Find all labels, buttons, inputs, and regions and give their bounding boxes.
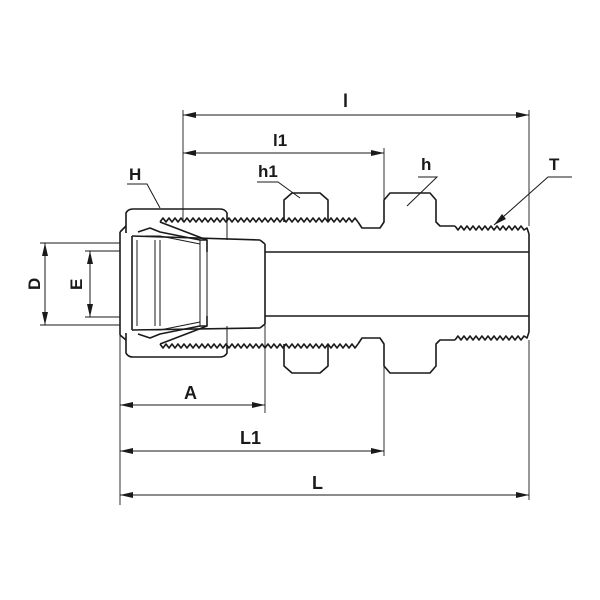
fitting-body [119, 192, 530, 374]
ferrule-top [137, 227, 208, 252]
label-T: T [549, 155, 560, 174]
labels: l l1 H h1 h T D E A L1 L [25, 91, 560, 493]
leader-H [127, 183, 161, 209]
nut-bottom [125, 333, 228, 358]
dimension-lines [40, 110, 572, 505]
label-H: H [129, 165, 141, 184]
hex-h1-bottom [283, 344, 329, 374]
label-h1: h1 [258, 162, 278, 181]
leader-T [493, 176, 572, 226]
body-top-outline [357, 192, 455, 229]
hex-h1-top [283, 192, 329, 222]
label-A: A [184, 383, 197, 403]
label-E: E [67, 279, 86, 290]
tube-top [131, 235, 261, 241]
ferrule-bottom [137, 316, 208, 339]
nut-top [125, 208, 228, 233]
leader-h [406, 176, 439, 207]
label-L1: L1 [240, 428, 261, 448]
label-D: D [25, 278, 44, 290]
body-bottom-outline [357, 337, 455, 374]
male-thread-top [454, 225, 530, 235]
label-h: h [421, 155, 431, 174]
label-l1: l1 [273, 131, 287, 150]
male-thread-bottom [454, 331, 530, 341]
nut-thread-top [159, 217, 359, 223]
leader-h1 [257, 181, 301, 199]
nut-thread-bottom [159, 343, 359, 349]
label-L: L [312, 473, 323, 493]
label-l: l [343, 91, 348, 111]
